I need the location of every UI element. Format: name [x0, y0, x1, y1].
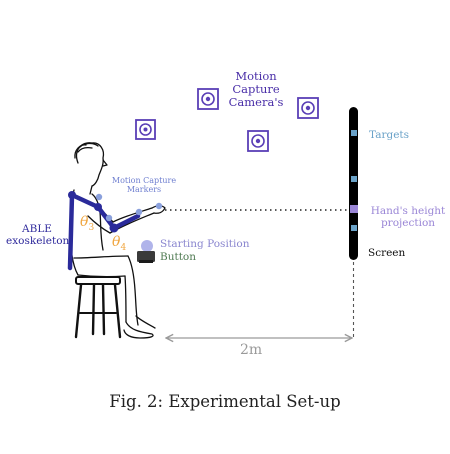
target-marker-3 [351, 225, 357, 231]
figure-caption: Fig. 2: Experimental Set-up [109, 392, 341, 411]
hands-height-projection-label: Hand's height projection [370, 205, 446, 230]
exoskeleton-arm [67, 191, 141, 271]
camera-icon-1 [135, 119, 156, 140]
starting-position-label: Starting Position [160, 238, 250, 250]
target-marker-2 [351, 176, 357, 182]
motion-capture-cameras-label: Motion Capture Camera's [228, 69, 284, 110]
camera-icon-2 [197, 88, 219, 110]
button-icon [137, 251, 155, 262]
screen-label: Screen [368, 247, 406, 259]
marker-forearm [135, 208, 143, 216]
screen [349, 107, 358, 260]
starting-position-marker [141, 240, 153, 252]
theta3-label: θ3 [80, 214, 95, 233]
theta4-label: θ4 [112, 234, 127, 253]
camera-icon-3 [297, 97, 319, 119]
marker-shoulder [95, 193, 103, 201]
marker-elbow [105, 214, 113, 222]
stool [74, 276, 122, 339]
hand-height-projection-marker [350, 205, 358, 213]
targets-label: Targets [369, 129, 410, 141]
distance-label: 2m [240, 342, 263, 358]
motion-capture-markers-label: Motion Capture Markers [111, 176, 177, 195]
able-exoskeleton-label: ABLE exoskeleton [6, 223, 70, 248]
camera-icon-4 [247, 130, 269, 152]
target-marker-1 [351, 130, 357, 136]
button-base [139, 260, 153, 263]
marker-hand [155, 202, 163, 210]
button-label: Button [160, 251, 197, 263]
